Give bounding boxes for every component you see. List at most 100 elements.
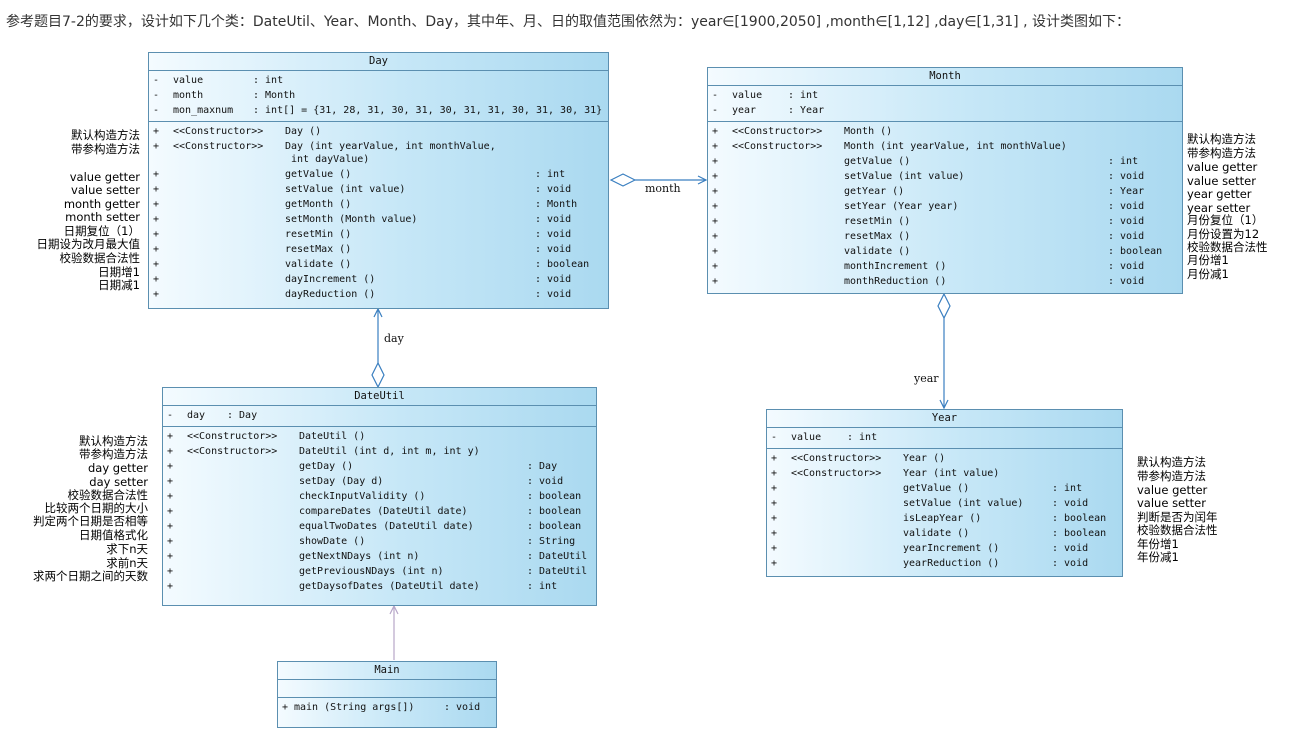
operation-row[interactable]: +validate (): boolean (767, 526, 1122, 541)
operation-row[interactable]: +getValue (): int (708, 154, 1182, 169)
operation-row[interactable]: +setDay (Day d): void (163, 474, 596, 489)
operation-row[interactable]: +setYear (Year year): void (708, 199, 1182, 214)
operation-row[interactable]: +getDay (): Day (163, 459, 596, 474)
operation-row[interactable]: + equalTwoDates (DateUtil date) : boolean (163, 519, 596, 534)
attribute-type: : Year (788, 105, 825, 116)
operation-name: Month (int yearValue, int monthValue) (844, 141, 1067, 152)
operation-name: getValue () (903, 483, 970, 494)
operation-row[interactable]: +dayReduction (): void (149, 287, 608, 302)
return-type: : void (1108, 276, 1145, 287)
attribute-row[interactable]: -value: int (767, 430, 1122, 445)
operation-row[interactable]: +dayIncrement (): void (149, 272, 608, 287)
attributes-section: -value: int-month: Month-mon_maxnum: int… (149, 71, 608, 122)
return-type: : void (527, 476, 564, 487)
operation-row[interactable]: +<<Constructor>>Day (int yearValue, int … (149, 139, 608, 167)
attribute-row[interactable]: -value: int (149, 73, 608, 88)
operation-row[interactable]: +getNextNDays (int n): DateUtil (163, 549, 596, 564)
note-line: 校验数据合法性 (67, 488, 149, 502)
operation-row[interactable]: +<<Constructor>>Month (int yearValue, in… (708, 139, 1182, 154)
attribute-row[interactable]: -day: Day (163, 408, 596, 423)
visibility: + (771, 543, 778, 554)
attribute-name: day (187, 410, 206, 421)
return-type: : void (535, 184, 572, 195)
note-line: 求前n天 (106, 556, 148, 570)
attribute-type: : int[] = {31, 28, 31, 30, 31, 30, 31, 3… (253, 105, 603, 116)
attribute-type: : int (847, 432, 878, 443)
operation-row[interactable]: +<<Constructor>>Day () (149, 124, 608, 139)
operation-row[interactable]: +isLeapYear (): boolean (767, 511, 1122, 526)
operation-row[interactable]: +main (String args[]): void (278, 700, 496, 715)
return-type: : void (535, 274, 572, 285)
operation-row[interactable]: +setMonth (Month value): void (149, 212, 608, 227)
operation-row[interactable]: +checkInputValidity (): boolean (163, 489, 596, 504)
visibility: + (712, 261, 719, 272)
attribute-row[interactable]: -month: Month (149, 88, 608, 103)
month-year-association (937, 292, 951, 410)
operation-row[interactable]: +compareDates (DateUtil date): boolean (163, 504, 596, 519)
return-type: : void (1108, 231, 1145, 242)
operation-row[interactable]: +getYear (): Year (708, 184, 1182, 199)
operation-row[interactable]: +<<Constructor>>DateUtil (int d, int m, … (163, 444, 596, 459)
return-type: : void (1052, 498, 1089, 509)
attribute-row[interactable]: -year: Year (708, 103, 1182, 118)
attribute-row[interactable]: -mon_maxnum: int[] = {31, 28, 31, 30, 31… (149, 103, 608, 118)
operation-row[interactable]: +monthReduction (): void (708, 274, 1182, 289)
visibility: + (153, 184, 160, 195)
operations-section: +<<Constructor>>Year ()+<<Constructor>>Y… (767, 449, 1122, 574)
operation-row[interactable]: +setValue (int value): void (708, 169, 1182, 184)
operation-row[interactable]: +showDate (): String (163, 534, 596, 549)
operation-row[interactable]: +getMonth (): Month (149, 197, 608, 212)
return-type: : int (1108, 156, 1139, 167)
operation-name: yearIncrement () (903, 543, 1000, 554)
note-line: value getter (1137, 483, 1208, 497)
return-type: : void (1108, 216, 1145, 227)
operation-row[interactable]: +validate (): boolean (708, 244, 1182, 259)
day-month-association (609, 173, 708, 187)
operation-name: DateUtil (int d, int m, int y) (299, 446, 480, 457)
operation-name: getYear () (844, 186, 905, 197)
operation-row[interactable]: +setValue (int value): void (149, 182, 608, 197)
class-month[interactable]: Month-value: int-year: Year+<<Constructo… (707, 67, 1183, 294)
operation-name: validate () (285, 259, 352, 270)
operation-row[interactable]: +<<Constructor>>DateUtil () (163, 429, 596, 444)
operation-row[interactable]: +setValue (int value): void (767, 496, 1122, 511)
attribute-row[interactable]: -value: int (708, 88, 1182, 103)
operation-row[interactable]: +resetMax (): void (149, 242, 608, 257)
operation-row[interactable]: +getDaysofDates (DateUtil date): int (163, 579, 596, 594)
operation-row[interactable]: +resetMin (): void (149, 227, 608, 242)
operation-row[interactable]: +<<Constructor>>Month () (708, 124, 1182, 139)
operation-row[interactable]: +getValue (): int (767, 481, 1122, 496)
class-main[interactable]: Main+main (String args[]): void (277, 661, 497, 728)
visibility: + (167, 521, 174, 532)
note-line: 带参构造方法 (79, 447, 148, 461)
operation-row[interactable]: +validate (): boolean (149, 257, 608, 272)
operation-row[interactable]: +yearReduction (): void (767, 556, 1122, 571)
operation-row[interactable]: +yearIncrement (): void (767, 541, 1122, 556)
class-year[interactable]: Year-value: int+<<Constructor>>Year ()+<… (766, 409, 1123, 577)
operation-row[interactable]: +<<Constructor>>Year (int value) (767, 466, 1122, 481)
operation-row[interactable]: +resetMin (): void (708, 214, 1182, 229)
visibility: + (771, 558, 778, 569)
operation-row[interactable]: +monthIncrement (): void (708, 259, 1182, 274)
note-line: 月份设置为12 (1187, 227, 1260, 241)
note-line: 默认构造方法 (79, 434, 148, 448)
return-type: : int (527, 581, 558, 592)
operation-row[interactable]: +getValue (): int (149, 167, 608, 182)
operation-name: setMonth (Month value) (285, 214, 418, 225)
return-type: : void (1108, 201, 1145, 212)
attribute-name: month (173, 90, 204, 101)
operation-name: validate () (903, 528, 970, 539)
operation-name: equalTwoDates (DateUtil date) (299, 521, 474, 532)
operation-row[interactable]: +getPreviousNDays (int n): DateUtil (163, 564, 596, 579)
operation-name: resetMin () (844, 216, 911, 227)
return-type: : boolean (527, 521, 582, 532)
operation-row[interactable]: +resetMax (): void (708, 229, 1182, 244)
operation-row[interactable]: +<<Constructor>>Year () (767, 451, 1122, 466)
class-day[interactable]: Day-value: int-month: Month-mon_maxnum: … (148, 52, 609, 309)
operation-name: Day (int yearValue, int monthValue, int … (285, 141, 496, 165)
return-type: : boolean (527, 491, 582, 502)
visibility: + (167, 506, 174, 517)
class-dateutil[interactable]: DateUtil-day: Day+<<Constructor>>DateUti… (162, 387, 597, 606)
stereotype: <<Constructor>> (187, 446, 278, 457)
